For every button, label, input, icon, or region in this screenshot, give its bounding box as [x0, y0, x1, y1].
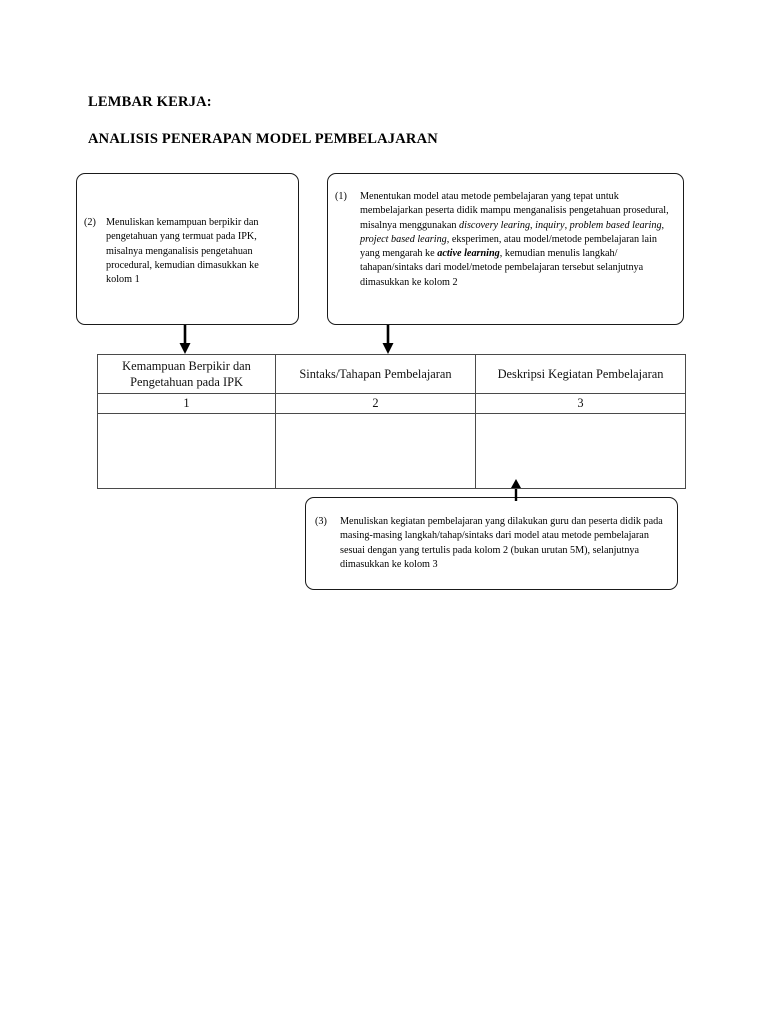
callout-box-2-number: (2) — [84, 217, 96, 228]
table-column-number-3: 3 — [475, 393, 686, 414]
table-column-number-row: 1 2 3 — [97, 393, 686, 414]
callout-box-3-number: (3) — [315, 516, 327, 527]
callout-box-1-text: Menentukan model atau metode pembelajara… — [360, 191, 669, 288]
callout-box-2: (2) Menuliskan kemampuan berpikir dan pe… — [76, 173, 299, 325]
table-cell-sintaks-empty[interactable] — [275, 413, 476, 489]
table-column-number-1: 1 — [97, 393, 276, 414]
callout-box-3-content: (3) Menuliskan kegiatan pembelajaran yan… — [306, 498, 677, 589]
callout-box-1: (1) Menentukan model atau metode pembela… — [327, 173, 684, 325]
callout-box-1-number: (1) — [335, 191, 347, 202]
arrow-down-icon-box1-to-table — [382, 325, 394, 354]
callout-box-1-content: (1) Menentukan model atau metode pembela… — [328, 174, 683, 324]
table-cell-deskripsi-empty[interactable] — [475, 413, 686, 489]
callout-box-3-text: Menuliskan kegiatan pembelajaran yang di… — [340, 516, 663, 570]
table-header-row: Kemampuan Berpikir dan Pengetahuan pada … — [97, 354, 686, 394]
table-column-number-2: 2 — [275, 393, 476, 414]
table-header-deskripsi-kegiatan: Deskripsi Kegiatan Pembelajaran — [475, 354, 686, 394]
callout-box-3: (3) Menuliskan kegiatan pembelajaran yan… — [305, 497, 678, 590]
table-row — [97, 413, 686, 489]
table-header-kemampuan-berpikir: Kemampuan Berpikir dan Pengetahuan pada … — [97, 354, 276, 394]
table-header-sintaks-tahapan: Sintaks/Tahapan Pembelajaran — [275, 354, 476, 394]
arrow-down-icon-box2-to-table — [179, 325, 191, 354]
page-title-lembar-kerja: LEMBAR KERJA: — [88, 94, 212, 110]
worksheet-table: Kemampuan Berpikir dan Pengetahuan pada … — [97, 354, 686, 489]
table-cell-kemampuan-empty[interactable] — [97, 413, 276, 489]
callout-box-2-content: (2) Menuliskan kemampuan berpikir dan pe… — [77, 174, 298, 324]
page-subtitle-analisis: ANALISIS PENERAPAN MODEL PEMBELAJARAN — [88, 131, 438, 147]
callout-box-2-text: Menuliskan kemampuan berpikir dan penget… — [106, 217, 259, 286]
